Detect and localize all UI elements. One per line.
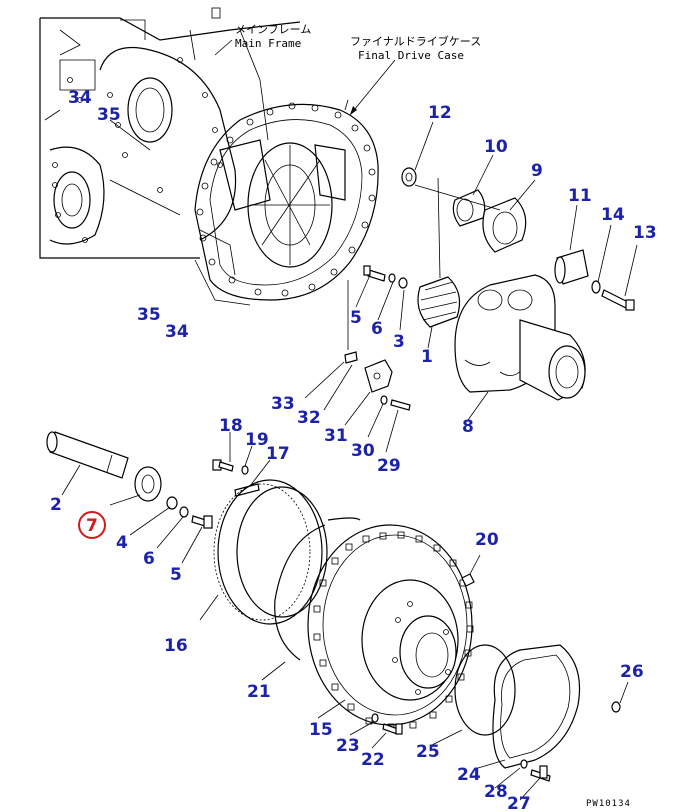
- part-number-17: 17: [266, 444, 290, 464]
- part-number-16: 16: [164, 636, 188, 656]
- part-number-18: 18: [219, 416, 243, 436]
- ring-gear-drawing: [199, 479, 328, 625]
- part-number-13: 13: [633, 223, 657, 243]
- final-drive-case-label-jp: ファイナルドライブケース: [350, 34, 481, 48]
- part-number-27: 27: [507, 794, 531, 812]
- part-number-10: 10: [484, 137, 508, 157]
- part-number-9: 9: [531, 161, 543, 181]
- part-number-14: 14: [601, 205, 625, 225]
- part-number-20: 20: [475, 530, 499, 550]
- part-number-5-lower: 5: [170, 565, 182, 585]
- part-number-31: 31: [324, 426, 348, 446]
- part-number-11: 11: [568, 186, 592, 206]
- part-number-8: 8: [462, 417, 474, 437]
- main-frame-drawing: [39, 7, 301, 259]
- part-number-19: 19: [245, 430, 269, 450]
- part-number-7-highlighted: 7: [86, 516, 98, 536]
- main-frame-label-en: Main Frame: [235, 37, 301, 50]
- part-number-2: 2: [50, 495, 62, 515]
- part-number-34-lower: 34: [165, 322, 189, 342]
- part-number-24: 24: [457, 765, 481, 785]
- part-number-26: 26: [620, 662, 644, 682]
- part-number-6-lower: 6: [143, 549, 155, 569]
- part-number-15: 15: [309, 720, 333, 740]
- part-number-34-upper: 34: [68, 88, 92, 108]
- main-frame-label-jp: メインフレーム: [235, 23, 311, 36]
- part-number-3: 3: [393, 332, 405, 352]
- snap-ring-drawing: [261, 517, 361, 681]
- part-number-12: 12: [428, 103, 452, 123]
- part-number-33: 33: [271, 394, 295, 414]
- part-number-22: 22: [361, 750, 385, 770]
- part-number-1: 1: [421, 347, 433, 367]
- drawing-code: PW10134: [586, 799, 631, 809]
- highlight-circle-7: [78, 511, 106, 539]
- final-drive-case-drawing: [194, 59, 396, 306]
- part-number-30: 30: [351, 441, 375, 461]
- cover-drawing: [431, 644, 629, 801]
- hub-assembly-drawing: [304, 121, 638, 453]
- part-number-35-lower: 35: [137, 305, 161, 325]
- part-number-35-upper: 35: [97, 105, 121, 125]
- part-number-29: 29: [377, 456, 401, 476]
- part-number-32: 32: [297, 408, 321, 428]
- pin-and-fastener-drawing: [46, 431, 271, 564]
- final-drive-case-label-en: Final Drive Case: [358, 49, 464, 62]
- part-number-28: 28: [484, 782, 508, 802]
- part-number-23: 23: [336, 736, 360, 756]
- part-number-21: 21: [247, 682, 271, 702]
- sprocket-hub-drawing: [307, 524, 481, 749]
- part-number-4: 4: [116, 533, 128, 553]
- part-number-5-upper: 5: [350, 308, 362, 328]
- part-number-6-upper: 6: [371, 319, 383, 339]
- part-number-25: 25: [416, 742, 440, 762]
